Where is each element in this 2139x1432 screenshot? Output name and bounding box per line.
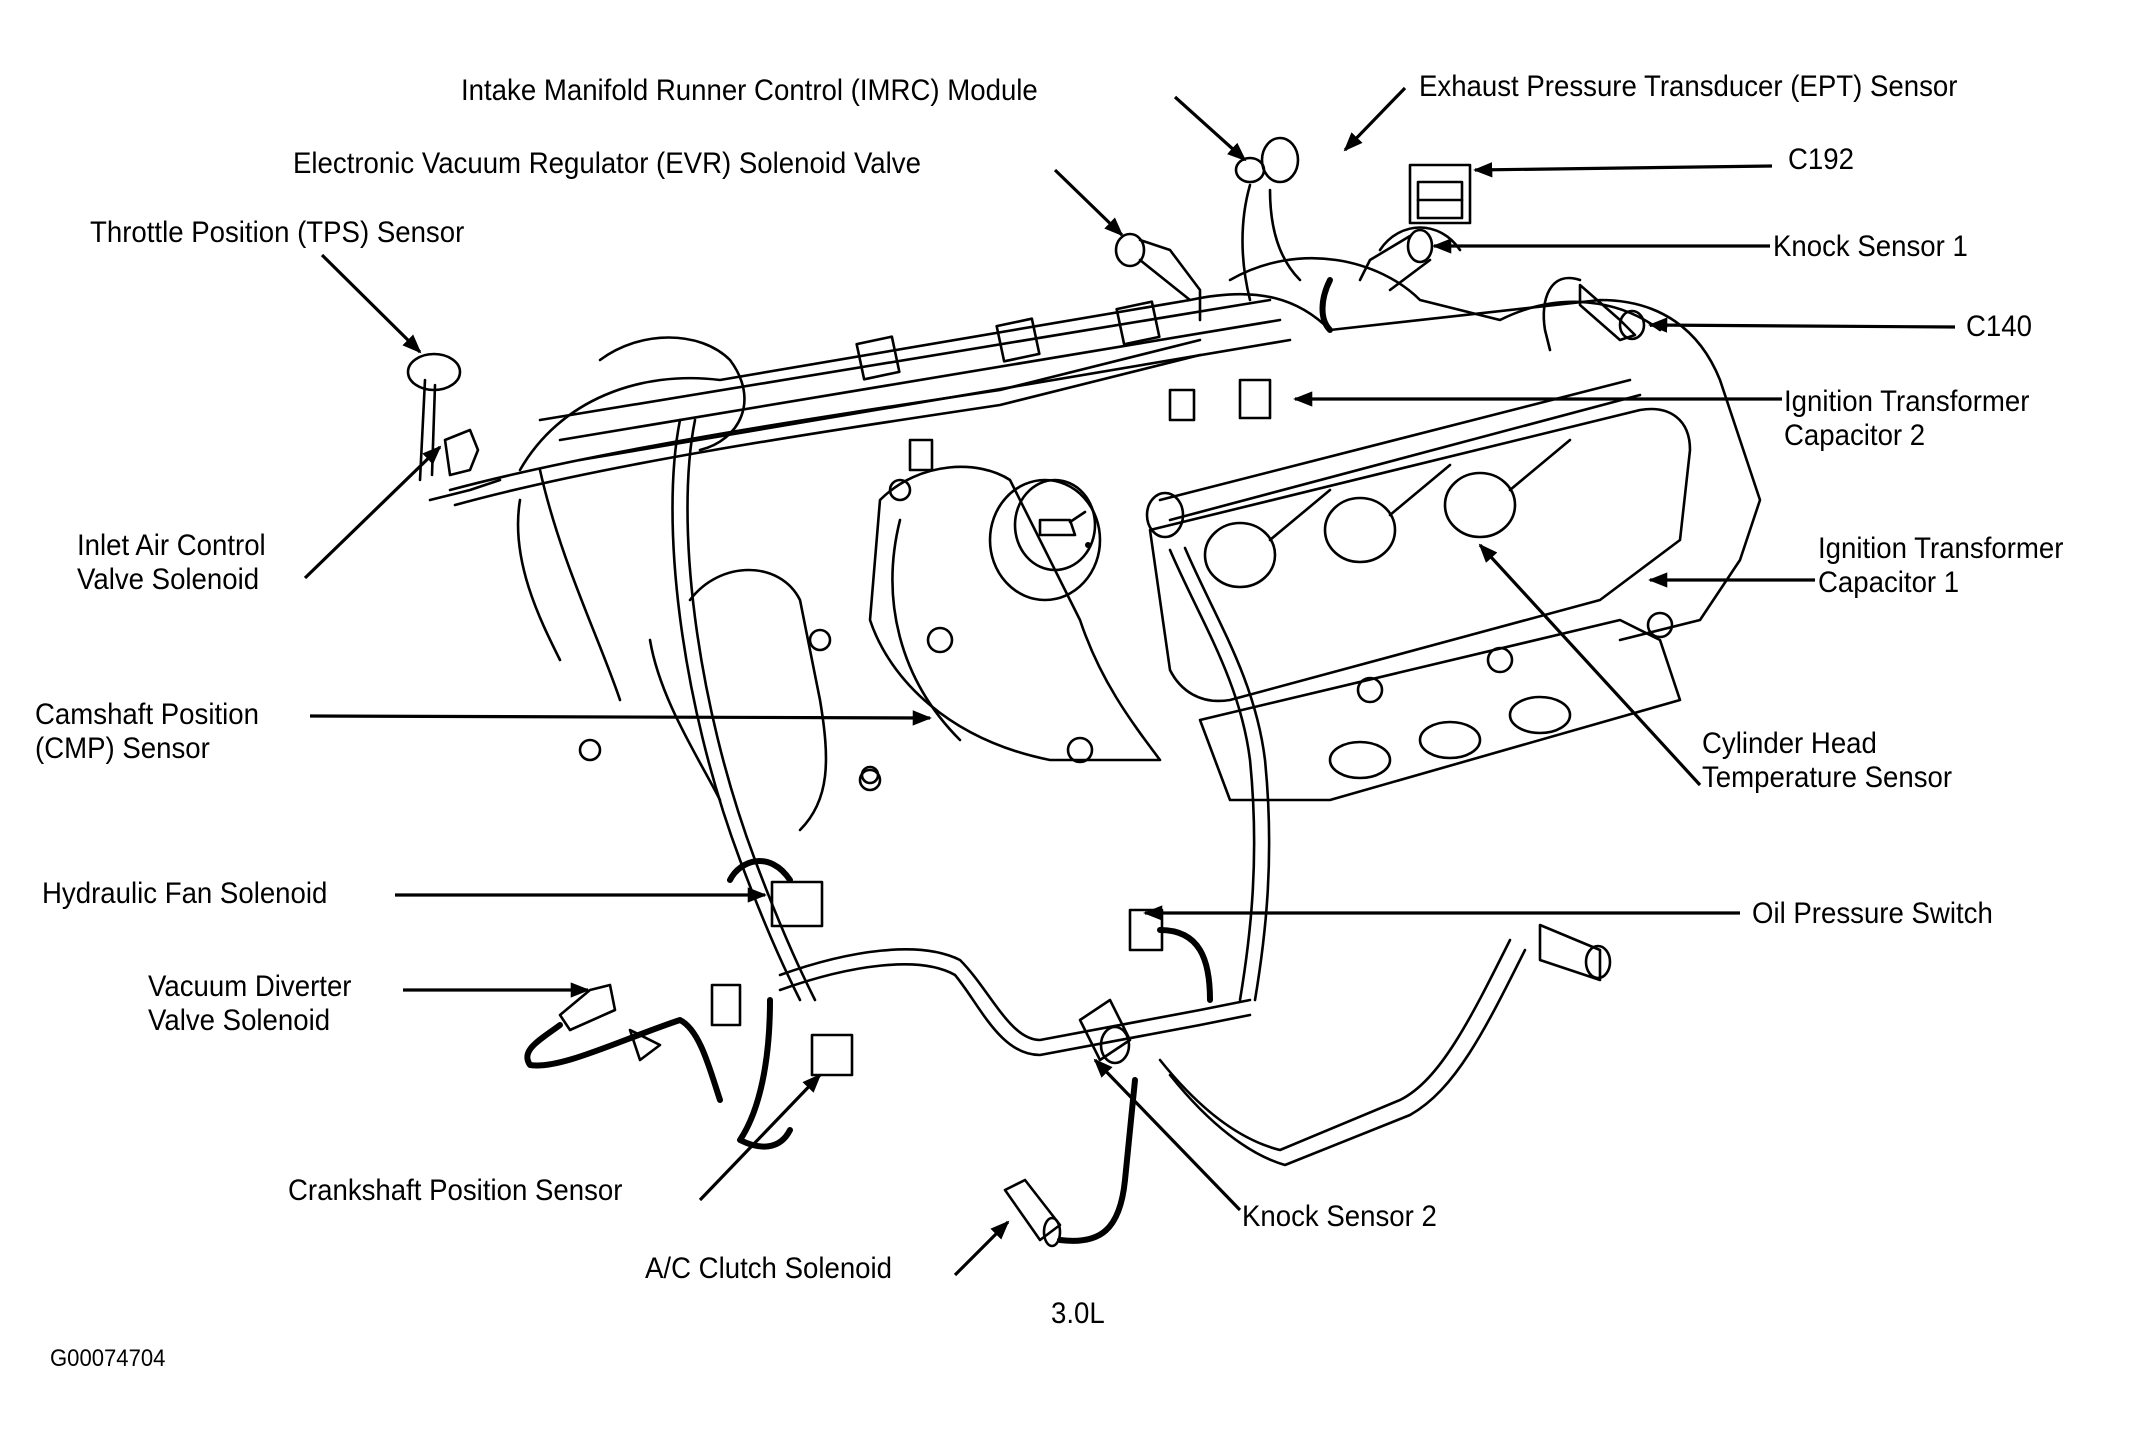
label-c192: C192 [1788,143,1854,176]
label-inlet-air-line1: Inlet Air Control [77,529,266,562]
label-cmp-line1: Camshaft Position [35,698,259,731]
label-itc2: Ignition Transformer Capacitor 2 [1784,385,2029,453]
oil-can-icon [1038,510,1091,548]
leader-lines [303,86,1956,1277]
leader-tps [320,253,422,354]
vacuum-diverter-valve [524,983,742,1103]
leader-c192 [1473,162,1773,178]
label-itc1-line2: Capacitor 1 [1818,566,1960,599]
label-vac-diverter-line2: Valve Solenoid [148,1004,331,1037]
wiring-harness [448,338,1527,1167]
label-itc2-line1: Ignition Transformer [1784,385,2030,418]
knock-sensor-1-connector [1319,228,1434,333]
leader-imrc [1173,95,1247,162]
label-knock2: Knock Sensor 2 [1242,1200,1437,1233]
label-oil-pressure: Oil Pressure Switch [1752,897,1993,930]
ac-clutch-connector [1003,1077,1138,1248]
label-itc1: Ignition Transformer Capacitor 1 [1818,532,2063,600]
c192-connector [1408,163,1472,225]
label-hyd-fan: Hydraulic Fan Solenoid [42,877,328,910]
label-crankshaft: Crankshaft Position Sensor [288,1174,623,1207]
label-evr: Electronic Vacuum Regulator (EVR) Soleno… [293,147,921,180]
hydraulic-fan-solenoid [727,858,824,928]
label-itc1-line1: Ignition Transformer [1818,532,2064,565]
cylinder-head [1198,618,1682,802]
valve-cover-front [1148,407,1692,703]
leader-cht [1478,543,1702,787]
leader-ac-clutch [953,1220,1010,1277]
inlet-air-valve [428,428,502,502]
crankshaft-sensor [737,997,854,1150]
label-ac-clutch: A/C Clutch Solenoid [645,1252,893,1285]
label-vac-diverter: Vacuum Diverter Valve Solenoid [148,970,351,1038]
label-inlet-air: Inlet Air Control Valve Solenoid [77,529,266,597]
label-c140: C140 [1966,310,2032,343]
label-cht-line2: Temperature Sensor [1702,761,1953,794]
leader-knock2 [1093,1058,1242,1212]
oil-filler-cap [988,478,1102,602]
label-vac-diverter-line1: Vacuum Diverter [148,970,352,1003]
bolts [578,478,1674,792]
coil-packs [1203,438,1572,589]
c140-connector [1542,276,1646,352]
figure-id: G00074704 [50,1345,166,1372]
leader-ept [1343,86,1407,152]
tps-sensor [406,352,462,482]
oil-pressure-lead-connector [1538,923,1612,982]
intake-manifold [518,292,1762,642]
leader-evr [1053,168,1124,237]
label-knock1: Knock Sensor 1 [1773,230,1968,263]
label-ept: Exhaust Pressure Transducer (EPT) Sensor [1419,70,1958,103]
leader-crankshaft [698,1073,822,1202]
leader-c140 [1648,317,1956,333]
imrc-ept-connectors [1234,136,1302,302]
leader-inlet-air [303,445,442,580]
label-inlet-air-line2: Valve Solenoid [77,563,260,596]
intake-tube [648,568,828,832]
rear-bank [1228,226,1662,332]
label-imrc: Intake Manifold Runner Control (IMRC) Mo… [461,74,1038,107]
label-itc2-line2: Capacitor 2 [1784,419,1926,452]
knock-sensor-2 [1078,998,1132,1065]
label-cmp: Camshaft Position (CMP) Sensor [35,698,259,766]
evr-solenoid [1114,232,1202,322]
label-cmp-line2: (CMP) Sensor [35,732,210,765]
label-tps: Throttle Position (TPS) Sensor [90,216,465,249]
engine-drawing [406,136,1762,1248]
label-cht: Cylinder Head Temperature Sensor [1702,727,1952,795]
injector-blocks [855,300,1272,472]
oil-pressure-switch [1128,908,1213,1003]
engine-size-caption: 3.0L [1051,1297,1105,1330]
leader-cmp [309,710,932,726]
timing-cover [868,465,1162,762]
label-cht-line1: Cylinder Head [1702,727,1877,760]
